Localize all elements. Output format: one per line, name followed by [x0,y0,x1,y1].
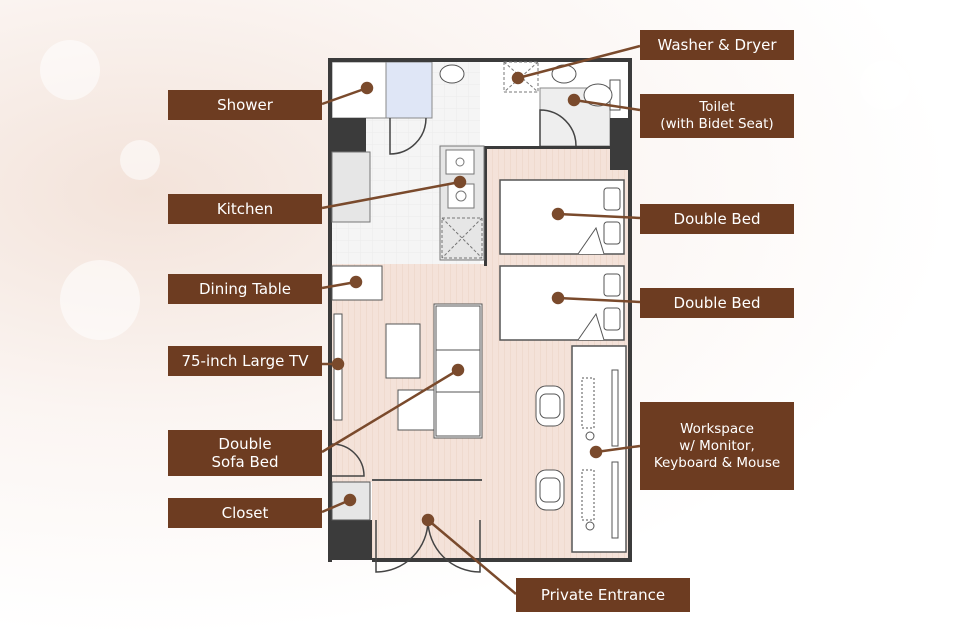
walls [328,58,632,562]
label-washer-dryer: Washer & Dryer [640,30,794,60]
washbasin [439,64,465,84]
bokeh-dot [60,260,140,340]
label-text: Double Bed [673,210,761,228]
kitchen-sink [445,149,475,175]
label-workspace: Workspace w/ Monitor, Keyboard & Mouse [640,402,794,490]
label-closet: Closet [168,498,322,528]
label-dining-table: Dining Table [168,274,322,304]
label-text: w/ Monitor, [679,437,755,454]
doors [331,109,577,573]
label-text: Toilet [699,99,735,115]
stove-burner [455,190,467,202]
kitchen-cabinet [441,217,483,259]
label-text: Shower [217,96,273,114]
label-sofa-bed: Double Sofa Bed [168,430,322,476]
label-text: Washer & Dryer [657,36,777,54]
label-text: Sofa Bed [211,453,279,471]
bokeh-dot [40,40,100,100]
label-kitchen: Kitchen [168,194,322,224]
label-text: (with Bidet Seat) [660,116,774,132]
label-text: Kitchen [216,200,274,218]
bokeh-dot [820,520,890,590]
office-chairs [535,385,565,511]
label-shower: Shower [168,90,322,120]
fridge-cabinet [331,151,371,223]
washer-dryer-unit [503,61,539,93]
sofa-bed [397,303,483,439]
bokeh-dot [860,60,910,110]
stove [447,183,475,209]
label-double-bed-1: Double Bed [640,204,794,234]
label-text: Workspace [680,420,754,437]
toilet-bowl [583,83,613,107]
label-text: Dining Table [199,280,291,298]
shower-area [385,61,433,119]
leader-lines [321,44,641,595]
double-bed-2 [499,265,625,341]
label-text: Private Entrance [540,586,666,604]
label-private-entrance: Private Entrance [516,578,690,612]
coffee-table [385,323,421,379]
label-text: Double [218,435,272,453]
sink-drain [455,157,465,167]
label-text: Keyboard & Mouse [653,454,781,471]
workspace-equipment [581,369,619,539]
label-tv: 75-inch Large TV [168,346,322,376]
label-text: Closet [221,504,269,522]
label-text: 75-inch Large TV [181,352,309,370]
label-double-bed-2: Double Bed [640,288,794,318]
label-text: Double Bed [673,294,761,312]
bokeh-dot [120,140,160,180]
label-toilet: Toilet (with Bidet Seat) [640,94,794,138]
